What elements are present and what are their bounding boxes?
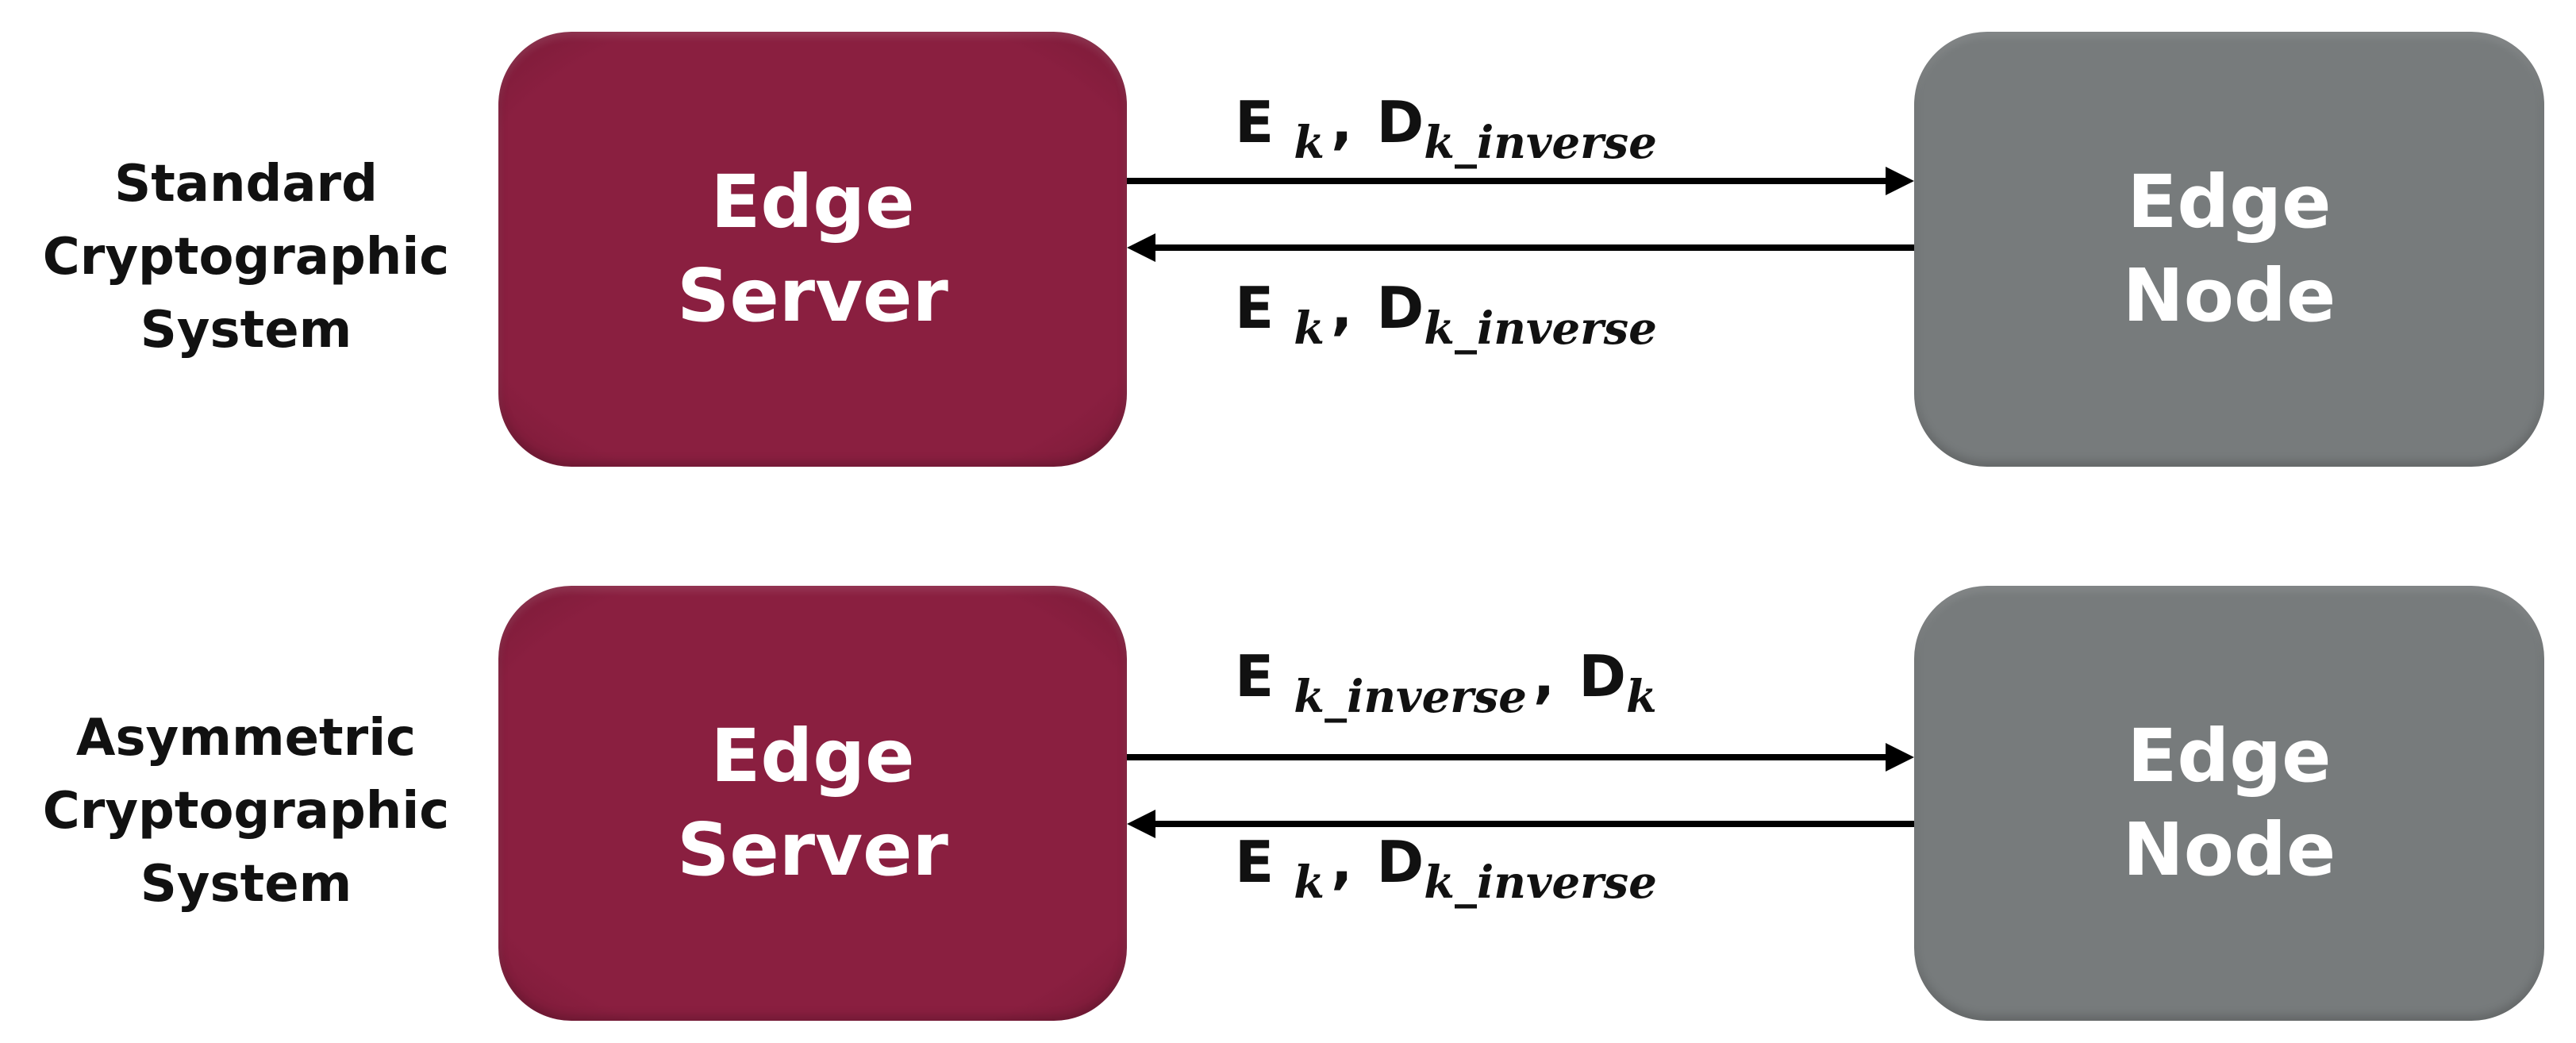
separator: , (1331, 89, 1353, 156)
d-symbol: D (1376, 829, 1424, 895)
forward-key-label-standard: E k, Dk_inverse (1235, 89, 1657, 169)
d-subscript: k (1626, 671, 1657, 723)
d-subscript: k_inverse (1424, 856, 1657, 909)
box-label-line: Edge (2127, 714, 2332, 799)
d-subscript: k_inverse (1424, 117, 1657, 169)
backward-arrow-standard (1127, 233, 1914, 262)
e-subscript: k (1294, 856, 1325, 909)
d-symbol: D (1578, 643, 1627, 710)
row-label-line: Cryptographic (42, 228, 450, 287)
d-symbol: D (1376, 89, 1424, 156)
box-label-line: Node (2122, 807, 2336, 892)
row-label-standard: Standard Cryptographic System (24, 148, 468, 367)
box-label-line: Edge (2127, 160, 2332, 244)
separator: , (1331, 829, 1353, 895)
e-subscript: k (1294, 302, 1325, 355)
edge-node-box-asymmetric: Edge Node (1914, 586, 2544, 1021)
edge-server-box-asymmetric: Edge Server (498, 586, 1127, 1021)
forward-arrow-asymmetric (1127, 743, 1914, 772)
e-symbol: E (1235, 275, 1275, 341)
row-label-line: Asymmetric (75, 709, 417, 768)
d-subscript: k_inverse (1424, 302, 1657, 355)
e-subscript: k_inverse (1294, 671, 1527, 723)
row-label-line: System (140, 855, 352, 914)
box-label-line: Server (677, 807, 948, 892)
edge-node-box-standard: Edge Node (1914, 32, 2544, 467)
separator: , (1331, 275, 1353, 341)
row-label-line: Cryptographic (42, 782, 450, 841)
e-symbol: E (1235, 829, 1275, 895)
separator: , (1532, 643, 1555, 710)
d-symbol: D (1376, 275, 1424, 341)
row-label-asymmetric: Asymmetric Cryptographic System (24, 702, 468, 921)
box-label-line: Node (2122, 253, 2336, 338)
box-label-line: Edge (710, 160, 915, 244)
backward-key-label-standard: E k, Dk_inverse (1235, 275, 1657, 355)
forward-arrow-standard (1127, 167, 1914, 195)
row-label-line: System (140, 301, 352, 360)
e-subscript: k (1294, 117, 1325, 169)
box-label-line: Server (677, 253, 948, 338)
edge-server-box-standard: Edge Server (498, 32, 1127, 467)
backward-arrow-asymmetric (1127, 810, 1914, 838)
row-label-line: Standard (114, 155, 378, 214)
forward-key-label-asymmetric: E k_inverse, Dk (1235, 643, 1657, 723)
e-symbol: E (1235, 643, 1275, 710)
backward-key-label-asymmetric: E k, Dk_inverse (1235, 829, 1657, 909)
e-symbol: E (1235, 89, 1275, 156)
box-label-line: Edge (710, 714, 915, 799)
